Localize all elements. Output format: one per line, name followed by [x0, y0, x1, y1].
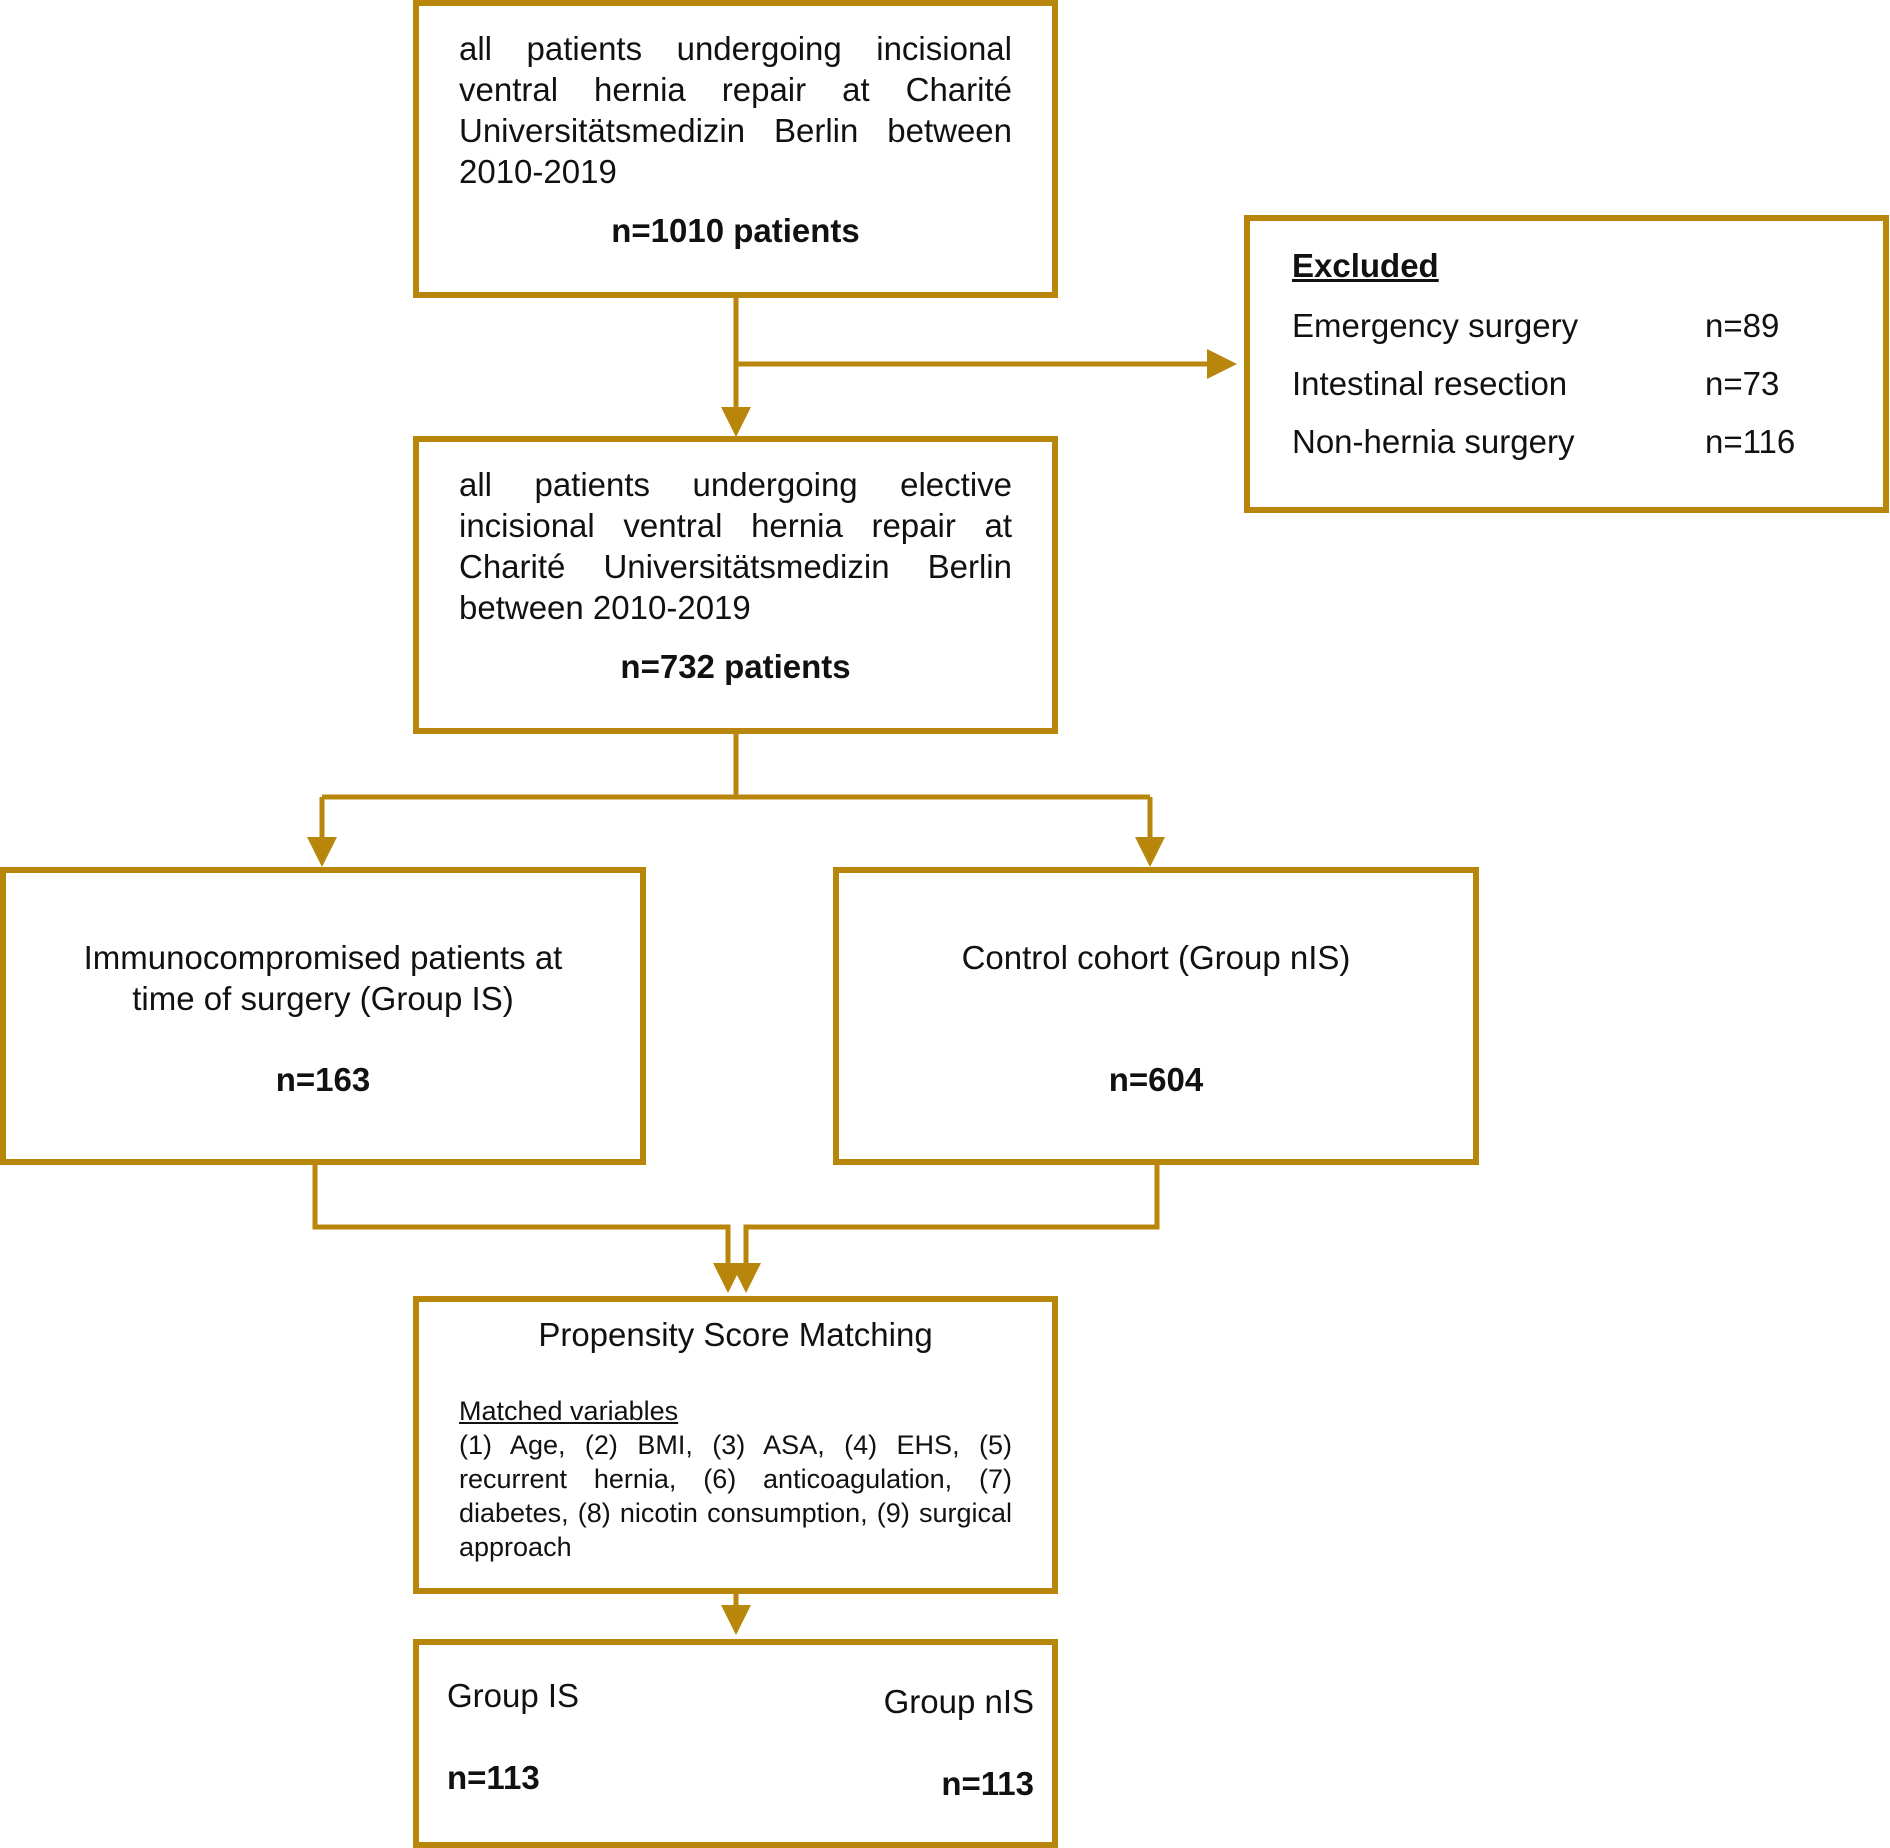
- excluded-reason-count: n=73: [1705, 365, 1780, 402]
- excluded-title: Excluded: [1292, 247, 1439, 284]
- excluded-reason-count: n=116: [1705, 423, 1796, 460]
- matched-group-is-label: Group IS: [447, 1677, 580, 1714]
- excluded-reason-count: n=89: [1705, 307, 1780, 344]
- arrow-group-nis-to-psm: [731, 1160, 1160, 1293]
- initial-count: n=1010 patients: [611, 212, 860, 249]
- group-is-description: Immunocompromised patients at time of su…: [83, 939, 563, 1017]
- box-initial-cohort: all patients undergoing incisional ventr…: [413, 0, 1058, 298]
- matched-group-nis-count: n=113: [941, 1765, 1034, 1802]
- box-elective-cohort: all patients undergoing elective incisio…: [413, 436, 1058, 734]
- group-nis-description: Control cohort (Group nIS): [961, 939, 1351, 976]
- excluded-reason-label: Intestinal resection: [1292, 365, 1568, 402]
- psm-title: Propensity Score Matching: [538, 1316, 933, 1353]
- psm-subtitle: Matched variables: [459, 1396, 679, 1426]
- initial-description: all patients undergoing incisional ventr…: [459, 30, 1012, 190]
- matched-group-is-count: n=113: [447, 1759, 540, 1796]
- elective-count: n=732 patients: [620, 648, 851, 685]
- box-propensity-score-matching: Propensity Score Matching Matched variab…: [413, 1296, 1058, 1594]
- psm-variables: (1) Age, (2) BMI, (3) ASA, (4) EHS, (5) …: [459, 1430, 1012, 1562]
- arrow-group-is-to-psm: [312, 1160, 743, 1293]
- group-nis-count: n=604: [1108, 1061, 1204, 1098]
- group-is-count: n=163: [275, 1061, 371, 1098]
- excluded-reason-label: Emergency surgery: [1292, 307, 1579, 344]
- elective-description: all patients undergoing elective incisio…: [459, 466, 1012, 626]
- box-excluded: Excluded Emergency surgery n=89 Intestin…: [1244, 215, 1889, 513]
- matched-group-nis-label: Group nIS: [883, 1683, 1034, 1720]
- box-group-nis: Control cohort (Group nIS) n=604: [833, 867, 1479, 1165]
- box-matched-groups: Group IS n=113 Group nIS n=113: [413, 1639, 1058, 1848]
- excluded-reason-label: Non-hernia surgery: [1292, 423, 1575, 460]
- box-group-is: Immunocompromised patients at time of su…: [0, 867, 646, 1165]
